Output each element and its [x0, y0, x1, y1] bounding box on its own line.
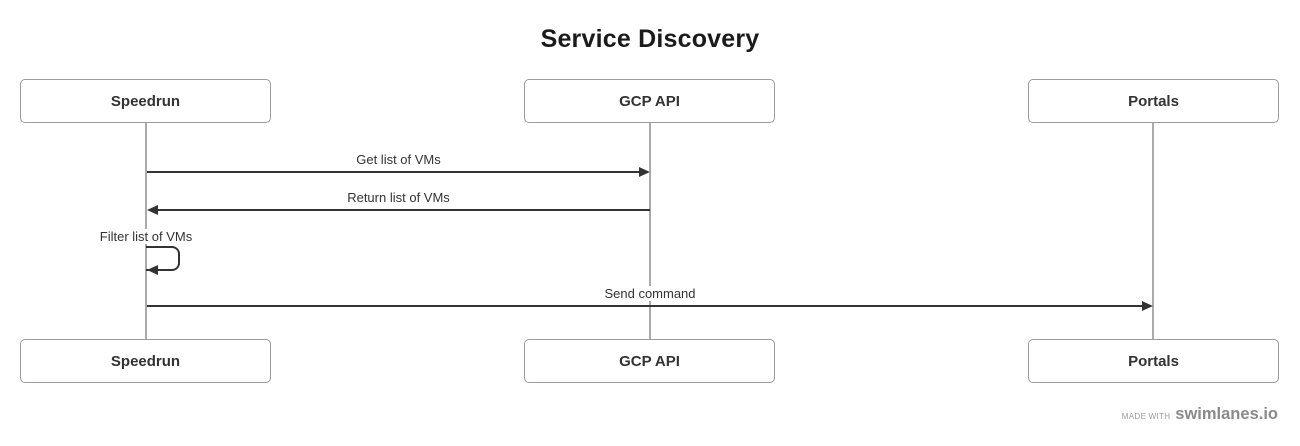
- lifeline-gcp-api: [649, 123, 651, 340]
- message-line-send-command: [147, 305, 1143, 307]
- actor-box-portals-bottom: Portals: [1028, 339, 1279, 383]
- lifeline-portals: [1152, 123, 1154, 340]
- message-text: Get list of VMs: [351, 152, 446, 167]
- arrowhead-right-icon: [639, 167, 650, 177]
- made-with-label: MADE WITH: [1121, 412, 1171, 421]
- arrowhead-left-icon: [147, 265, 158, 275]
- message-text: Send command: [599, 286, 701, 301]
- actor-box-speedrun-top: Speedrun: [20, 79, 271, 123]
- message-label-get-list: Get list of VMs: [147, 152, 650, 167]
- swimlanes-brand-link[interactable]: swimlanes.io: [1175, 405, 1278, 423]
- actor-box-gcp-api-bottom: GCP API: [524, 339, 775, 383]
- actor-label-portals: Portals: [1128, 92, 1179, 110]
- message-line-return-list: [157, 209, 650, 211]
- message-line-get-list: [147, 171, 641, 173]
- actor-label-portals: Portals: [1128, 352, 1179, 370]
- message-text: Return list of VMs: [342, 190, 455, 205]
- message-label-send-command: Send command: [147, 286, 1153, 301]
- actor-label-gcp-api: GCP API: [619, 352, 680, 370]
- message-label-filter-list: Filter list of VMs: [21, 229, 271, 244]
- message-label-return-list: Return list of VMs: [147, 190, 650, 205]
- self-message-loop: [146, 246, 180, 271]
- actor-label-gcp-api: GCP API: [619, 92, 680, 110]
- actor-label-speedrun: Speedrun: [110, 92, 181, 110]
- message-text: Filter list of VMs: [94, 229, 198, 244]
- footer-branding: MADE WITH swimlanes.io: [1122, 405, 1278, 424]
- actor-label-speedrun: Speedrun: [110, 352, 181, 370]
- arrowhead-right-icon: [1142, 301, 1153, 311]
- arrowhead-left-icon: [147, 205, 158, 215]
- actor-box-gcp-api-top: GCP API: [524, 79, 775, 123]
- actor-box-speedrun-bottom: Speedrun: [20, 339, 271, 383]
- actor-box-portals-top: Portals: [1028, 79, 1279, 123]
- diagram-title: Service Discovery: [540, 25, 760, 53]
